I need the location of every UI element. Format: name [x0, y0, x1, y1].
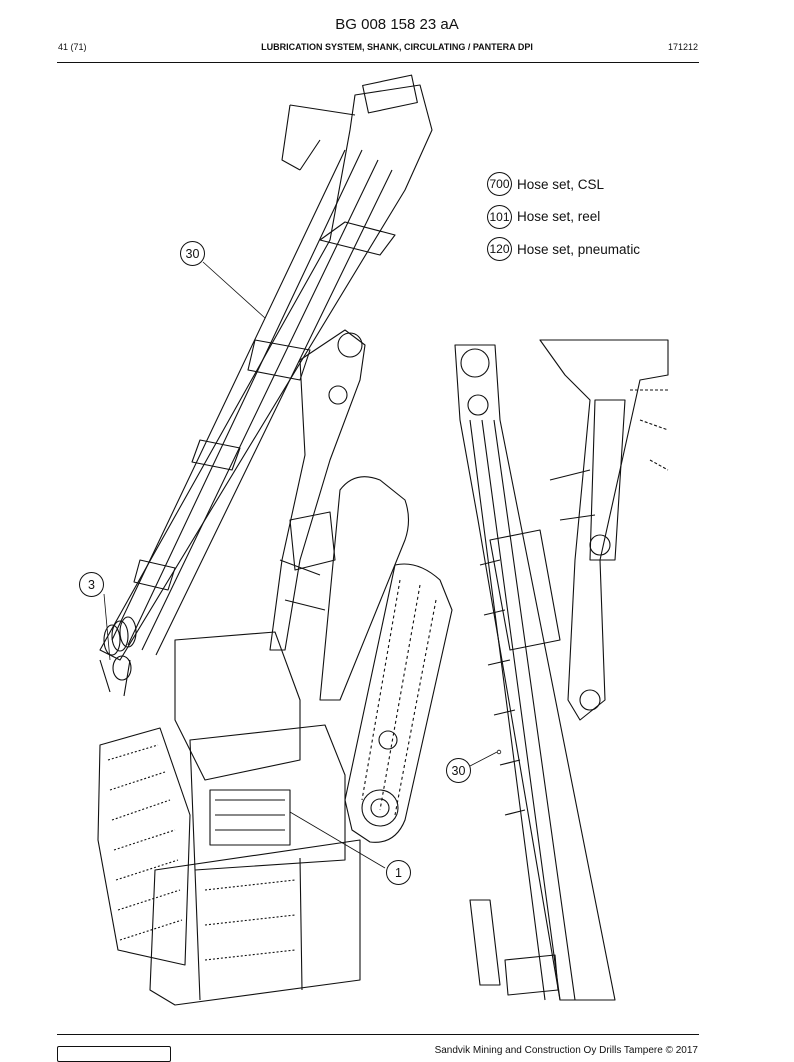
- footer-copyright: Sandvik Mining and Construction Oy Drill…: [434, 1045, 698, 1056]
- sandvik-logo: [57, 1046, 171, 1062]
- header-rule: [57, 62, 699, 63]
- carrier-body: [97, 631, 361, 1006]
- callout-1-pump: 1: [386, 860, 411, 885]
- legend-item-code: 700: [487, 172, 512, 196]
- page-reference: 41 (71): [58, 42, 87, 52]
- legend-item-code: 120: [487, 237, 512, 261]
- boom-arm: [269, 329, 366, 651]
- legend-item: 700 Hose set, CSL: [487, 172, 640, 196]
- legend-item: 120 Hose set, pneumatic: [487, 237, 640, 261]
- callout-30-feed: 30: [180, 241, 205, 266]
- legend-item-code: 101: [487, 204, 512, 229]
- legend-item: 101 Hose set, reel: [487, 204, 640, 229]
- feed-upright: [454, 344, 616, 1001]
- crawler-tracks: [319, 476, 453, 843]
- hose-reel: [99, 616, 137, 697]
- legend-item-label: Hose set, reel: [517, 209, 601, 224]
- section-title: LUBRICATION SYSTEM, SHANK, CIRCULATING /…: [261, 42, 533, 52]
- callout-30-upright: 30: [446, 758, 471, 783]
- boom-upright: [539, 339, 669, 721]
- feed-beam: [99, 74, 433, 661]
- document-number: BG 008 158 23 aA: [335, 16, 459, 33]
- legend-item-label: Hose set, CSL: [517, 176, 605, 192]
- date-code: 171212: [667, 42, 698, 52]
- footer-rule: [57, 1034, 699, 1035]
- legend-item-label: Hose set, pneumatic: [517, 241, 641, 257]
- leader-lines: [103, 261, 502, 869]
- callout-3-reel: 3: [79, 572, 104, 597]
- legend: 700 Hose set, CSL 101 Hose set, reel 120…: [487, 172, 640, 270]
